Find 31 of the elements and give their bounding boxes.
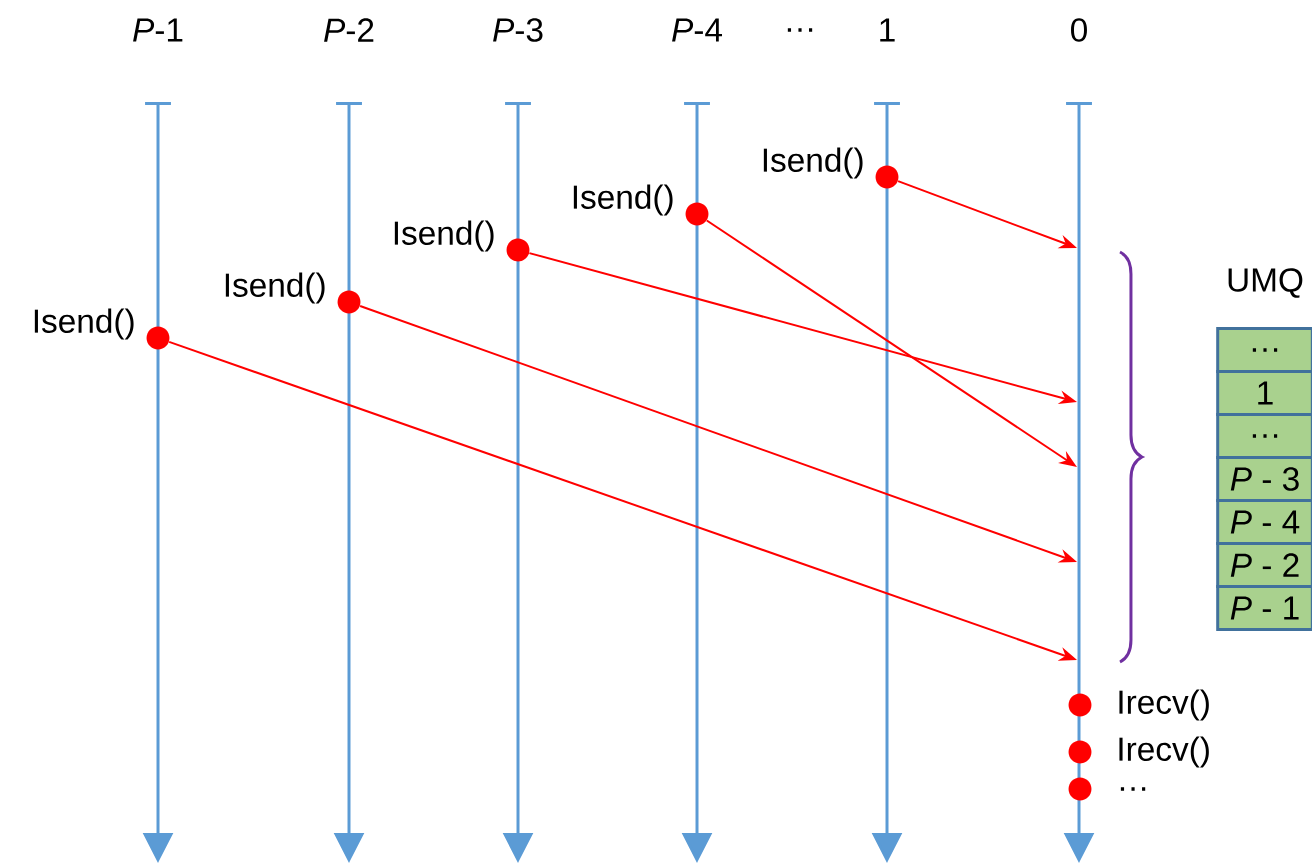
call-label: Isend() (763, 147, 863, 179)
event-dot (1068, 740, 1092, 764)
event-dot (506, 238, 530, 262)
queue-cell: P - 2 (1216, 542, 1312, 588)
call-label: … (1120, 787, 1146, 791)
process-label: … (787, 28, 813, 32)
call-label: Isend() (225, 272, 325, 304)
queue-cell: P - 4 (1216, 499, 1312, 545)
event-dot (1068, 693, 1092, 717)
call-label: Irecv() (1119, 736, 1209, 768)
queue-cell: … (1216, 327, 1312, 373)
call-label: Isend() (394, 220, 494, 252)
event-dot (1068, 777, 1092, 801)
process-label: P-4 (672, 18, 722, 42)
queue-cell: … (1216, 413, 1312, 459)
call-label: Isend() (573, 184, 673, 216)
queue-cell: 1 (1216, 370, 1312, 416)
process-label: 1 (880, 18, 895, 42)
event-dot (875, 165, 899, 189)
call-label: Irecv() (1119, 689, 1209, 721)
queue-cell: P - 3 (1216, 456, 1312, 502)
event-dot (685, 202, 709, 226)
process-label: P-2 (324, 18, 374, 42)
queue-cell: P - 1 (1216, 585, 1312, 631)
call-label: Isend() (34, 308, 134, 340)
event-dot (337, 290, 361, 314)
event-dot (146, 326, 170, 350)
queue-heading: UMQ (1228, 268, 1303, 298)
process-label: P-3 (493, 18, 543, 42)
process-label: 0 (1071, 18, 1087, 42)
process-label: P-1 (133, 18, 183, 42)
